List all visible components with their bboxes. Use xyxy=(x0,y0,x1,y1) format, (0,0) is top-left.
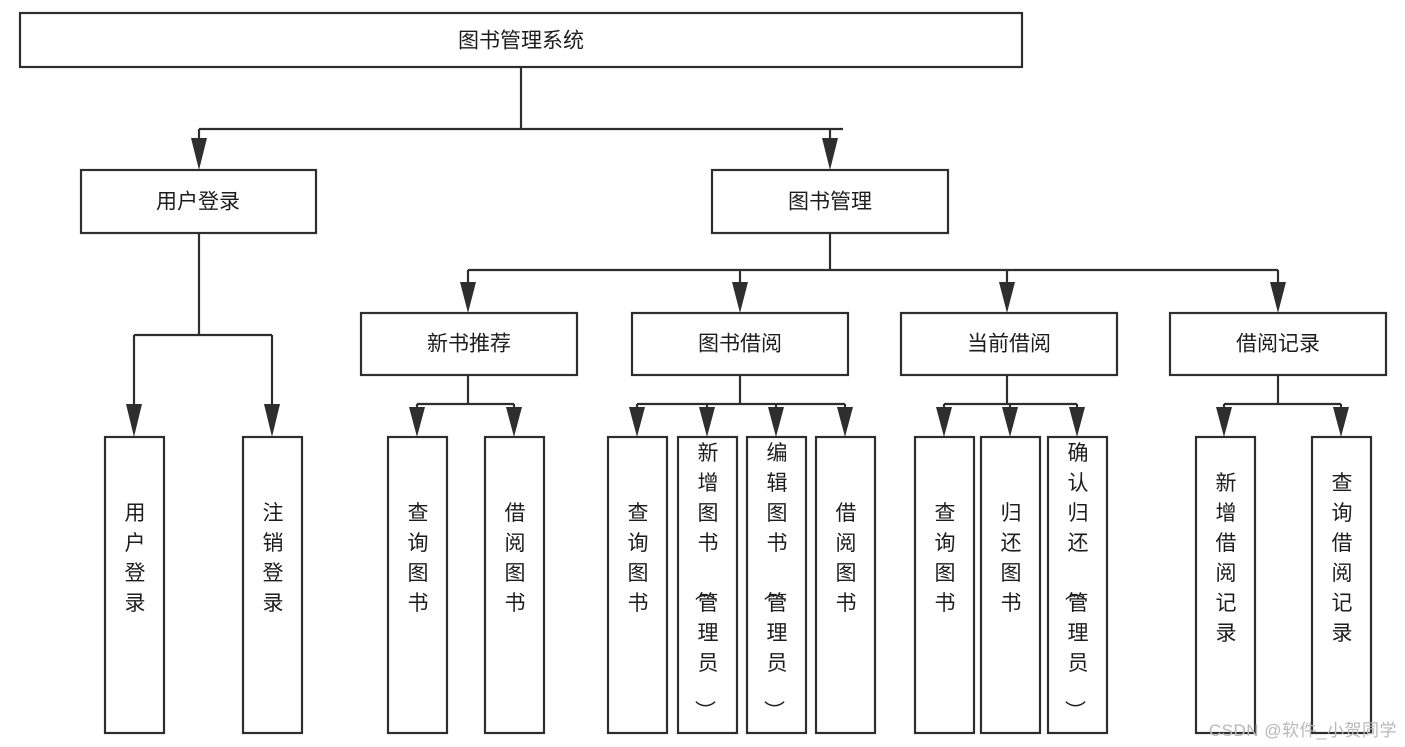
node-root-label: 图书管理系统 xyxy=(458,30,584,53)
node-leaf-confirm-return-box[interactable] xyxy=(1046,435,1109,735)
node-leaf-query-book-3-label: 查询图书 xyxy=(935,502,956,615)
node-leaf-query-book-1[interactable]: 查询图书 xyxy=(386,435,449,735)
node-leaf-query-record-box[interactable] xyxy=(1310,435,1373,735)
node-root[interactable]: 图书管理系统 xyxy=(18,11,1024,69)
arrow-head-leaf-query-book-2 xyxy=(629,407,645,437)
arrow-head-leaf-user-login xyxy=(126,404,142,437)
node-leaf-borrow-book-2-box[interactable] xyxy=(814,435,877,735)
arrow-head-borrow-record xyxy=(1270,282,1286,313)
node-leaf-query-book-2[interactable]: 查询图书 xyxy=(606,435,669,735)
node-leaf-return-book[interactable]: 归还图书 xyxy=(979,435,1042,735)
arrow-head-leaf-return-book xyxy=(1002,407,1018,437)
node-leaf-add-record-box[interactable] xyxy=(1194,435,1257,735)
node-leaf-query-record-label: 查询借阅记录 xyxy=(1332,472,1353,645)
node-leaf-add-book-label: 新增图书（管理员） xyxy=(693,442,719,721)
node-leaf-add-book-box[interactable] xyxy=(676,435,739,735)
node-borrow-record[interactable]: 借阅记录 xyxy=(1168,311,1388,377)
arrow-head-book-management xyxy=(822,138,838,170)
node-leaf-borrow-book-1-label: 借阅图书 xyxy=(505,502,526,615)
node-leaf-user-login-label: 用户登录 xyxy=(125,502,146,615)
node-leaf-user-logout[interactable]: 注销登录 xyxy=(241,435,304,735)
arrow-head-leaf-borrow-book-1 xyxy=(506,407,522,437)
node-book-management-label: 图书管理 xyxy=(788,191,872,214)
node-leaf-query-book-1-label: 查询图书 xyxy=(408,502,429,615)
node-leaf-borrow-book-2[interactable]: 借阅图书 xyxy=(814,435,877,735)
node-leaf-edit-book-label: 编辑图书（管理员） xyxy=(762,442,788,721)
arrow-head-current-borrow xyxy=(999,282,1015,313)
arrow-head-leaf-query-record xyxy=(1333,407,1349,437)
node-book-borrow-label: 图书借阅 xyxy=(698,333,782,356)
node-leaf-confirm-return[interactable]: 确认归还（管理员） xyxy=(1046,435,1109,735)
node-user-login[interactable]: 用户登录 xyxy=(79,168,318,235)
arrow-head-leaf-user-logout xyxy=(264,404,280,437)
node-new-book-recommend-label: 新书推荐 xyxy=(427,333,511,356)
node-leaf-query-book-2-box[interactable] xyxy=(606,435,669,735)
arrow-head-leaf-query-book-3 xyxy=(936,407,952,437)
node-leaf-add-record-label: 新增借阅记录 xyxy=(1216,472,1237,645)
node-leaf-add-record[interactable]: 新增借阅记录 xyxy=(1194,435,1257,735)
node-leaf-borrow-book-1[interactable]: 借阅图书 xyxy=(483,435,546,735)
node-user-login-label: 用户登录 xyxy=(156,191,240,214)
arrow-head-user-login xyxy=(191,138,207,170)
node-leaf-user-login-box[interactable] xyxy=(103,435,166,735)
node-current-borrow[interactable]: 当前借阅 xyxy=(899,311,1119,377)
node-leaf-return-book-box[interactable] xyxy=(979,435,1042,735)
node-leaf-query-book-1-box[interactable] xyxy=(386,435,449,735)
node-new-book-recommend[interactable]: 新书推荐 xyxy=(359,311,579,377)
arrow-head-new-book-recommend xyxy=(460,282,476,313)
node-book-management[interactable]: 图书管理 xyxy=(710,168,950,235)
node-book-management-box[interactable] xyxy=(710,168,950,235)
node-leaf-user-login[interactable]: 用户登录 xyxy=(103,435,166,735)
node-borrow-record-box[interactable] xyxy=(1168,311,1388,377)
arrow-head-leaf-confirm-return xyxy=(1069,407,1085,437)
node-current-borrow-box[interactable] xyxy=(899,311,1119,377)
node-leaf-return-book-label: 归还图书 xyxy=(1001,502,1022,615)
node-book-borrow-box[interactable] xyxy=(630,311,850,377)
node-leaf-query-book-2-label: 查询图书 xyxy=(628,502,649,615)
node-new-book-recommend-box[interactable] xyxy=(359,311,579,377)
arrow-head-book-borrow xyxy=(732,282,748,313)
node-root-box[interactable] xyxy=(18,11,1024,69)
node-leaf-confirm-return-label: 确认归还（管理员） xyxy=(1063,442,1089,721)
arrow-head-leaf-edit-book xyxy=(768,407,784,437)
node-user-login-box[interactable] xyxy=(79,168,318,235)
node-borrow-record-label: 借阅记录 xyxy=(1236,333,1320,356)
node-leaf-query-book-3[interactable]: 查询图书 xyxy=(913,435,976,735)
node-leaf-query-record[interactable]: 查询借阅记录 xyxy=(1310,435,1373,735)
node-leaf-user-logout-label: 注销登录 xyxy=(263,502,284,615)
csdn-watermark: CSDN @软件_小贺同学 xyxy=(1208,721,1397,740)
node-current-borrow-label: 当前借阅 xyxy=(967,333,1051,356)
node-leaf-edit-book[interactable]: 编辑图书（管理员） xyxy=(745,435,808,735)
node-leaf-query-book-3-box[interactable] xyxy=(913,435,976,735)
node-leaf-add-book[interactable]: 新增图书（管理员） xyxy=(676,435,739,735)
node-book-borrow[interactable]: 图书借阅 xyxy=(630,311,850,377)
arrow-head-leaf-query-book-1 xyxy=(409,407,425,437)
arrow-head-leaf-borrow-book-2 xyxy=(837,407,853,437)
connector-layer xyxy=(126,67,1349,437)
arrow-head-leaf-add-record xyxy=(1216,407,1232,437)
node-leaf-borrow-book-1-box[interactable] xyxy=(483,435,546,735)
node-leaf-borrow-book-2-label: 借阅图书 xyxy=(836,502,857,615)
arrow-head-leaf-add-book xyxy=(699,407,715,437)
node-leaf-user-logout-box[interactable] xyxy=(241,435,304,735)
node-leaf-edit-book-box[interactable] xyxy=(745,435,808,735)
